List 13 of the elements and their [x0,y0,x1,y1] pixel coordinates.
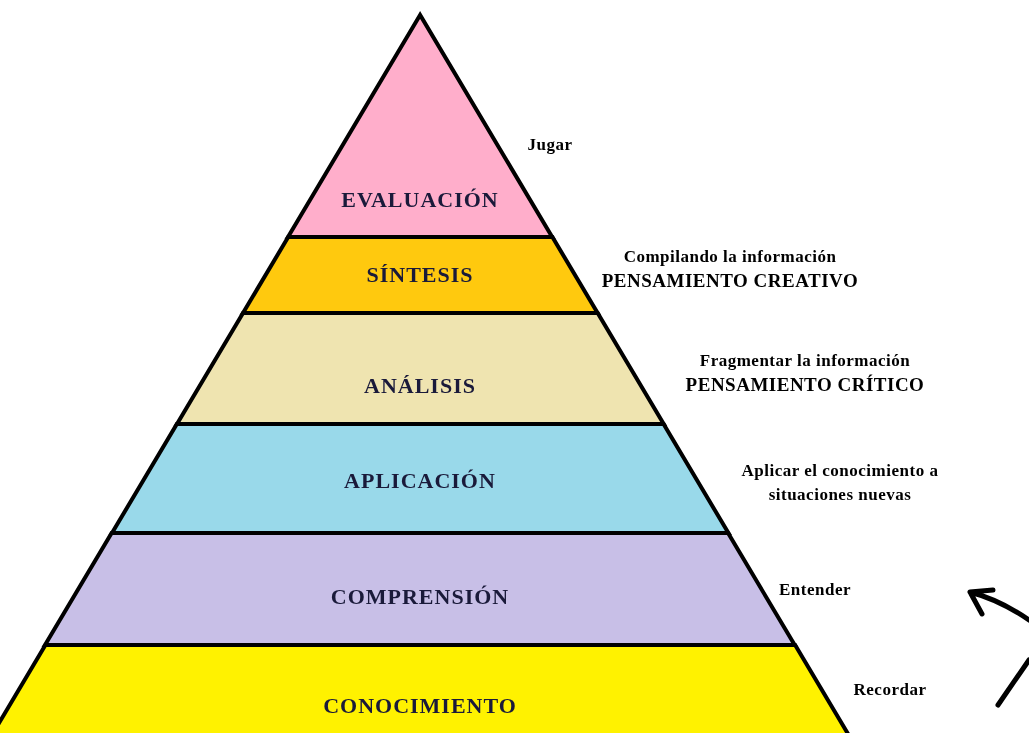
level-description: Entender [779,579,851,601]
level-title: APLICACIÓN [343,470,497,492]
level-title: SÍNTESIS [365,264,475,286]
level-title: CONOCIMIENTO [322,695,518,717]
level-title: EVALUACIÓN [340,189,500,211]
level-description: PENSAMIENTO CRÍTICO [685,373,925,397]
level-description: Jugar [527,134,573,156]
level-description: Fragmentar la información [699,350,911,372]
level-description: Compilando la información [623,246,837,268]
level-description: PENSAMIENTO CREATIVO [601,269,859,293]
level-description: Aplicar el conocimiento a situaciones nuevas [740,460,940,506]
level-description: Recordar [853,679,927,701]
level-title: ANÁLISIS [363,375,477,397]
